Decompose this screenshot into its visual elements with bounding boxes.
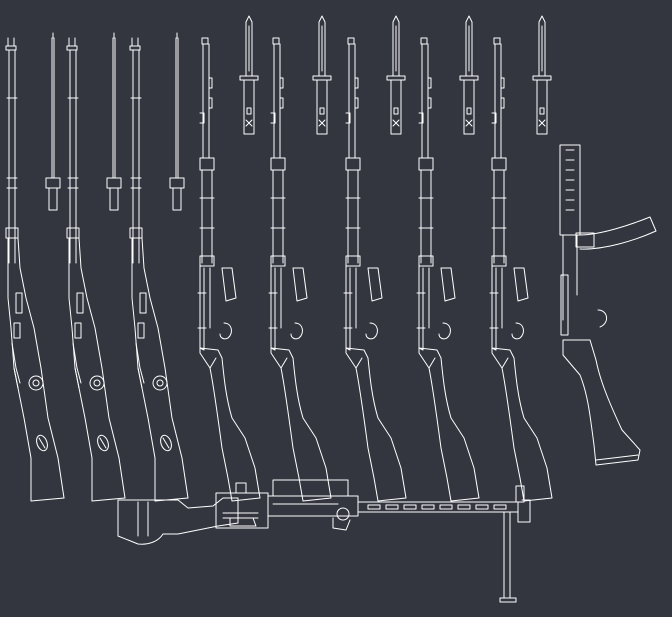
carbine-4 xyxy=(416,37,480,502)
carbine-1 xyxy=(197,37,261,502)
bayonet-3 xyxy=(386,15,406,135)
carbine-5 xyxy=(489,37,553,502)
rifle-with-bayonet-1 xyxy=(5,32,65,502)
bayonet-1 xyxy=(239,15,259,135)
bayonet-5 xyxy=(532,15,552,135)
bayonet-2 xyxy=(312,15,332,135)
rifle-with-bayonet-2 xyxy=(66,32,126,502)
carbine-3 xyxy=(343,37,407,502)
submachine-gun xyxy=(559,144,657,466)
light-machine-gun xyxy=(117,479,531,603)
rifle-with-bayonet-3 xyxy=(129,32,189,502)
bayonet-4 xyxy=(459,15,479,135)
carbine-2 xyxy=(268,37,332,502)
